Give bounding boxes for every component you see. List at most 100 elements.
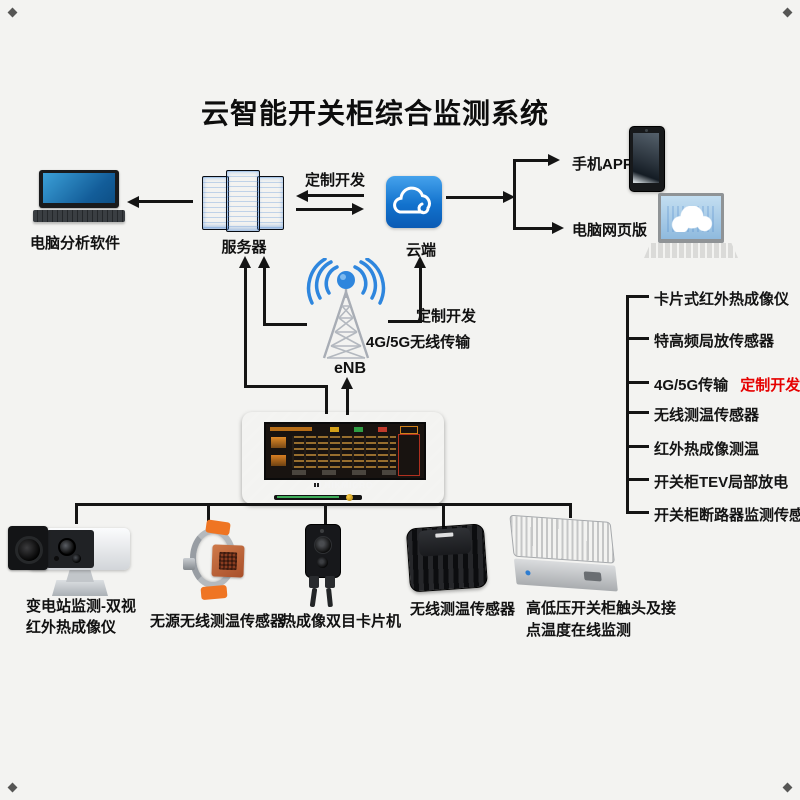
device-label-line2: 红外热成像仪: [26, 619, 117, 636]
sensor-tag: [211, 544, 245, 578]
server-tower: [202, 176, 229, 230]
cloud-wallpaper: [667, 206, 715, 232]
status-chip-yellow: [330, 427, 339, 432]
connector-line: [138, 200, 193, 203]
feature-item: 开关柜断路器监测传感: [654, 504, 800, 525]
connector-line: [244, 267, 247, 388]
cable: [326, 587, 333, 608]
connector-line: [296, 208, 353, 211]
camera-lens: [58, 538, 76, 556]
device-label-line1: 变电站监测-双视: [26, 598, 136, 615]
server-tower: [257, 176, 284, 230]
arrow-enb-to-cloud: [414, 256, 426, 268]
connector-line: [325, 385, 328, 414]
device-label: 变电站监测-双视 红外热成像仪: [26, 596, 136, 638]
laptop-screen-glow: [43, 173, 115, 203]
phone-camera-dot: [645, 129, 648, 132]
device-slot: [274, 495, 362, 500]
screen-titlebar: [270, 427, 312, 431]
cable-connector: [309, 576, 319, 588]
device-label-line1: 高低压开关柜触头及接: [526, 600, 677, 617]
ring-sensor-icon: [182, 518, 246, 602]
cable: [309, 587, 318, 608]
wireless-temp-sensor-icon: [402, 519, 491, 599]
band-buckle: [183, 558, 195, 570]
device-label: 无线测温传感器: [410, 598, 515, 619]
connector-line: [513, 159, 549, 162]
monitoring-unit-icon: [508, 511, 622, 604]
feature-bracket-line: [626, 295, 629, 514]
feature-tick: [626, 337, 649, 340]
device-label-line1: 无线测温传感器: [410, 601, 516, 618]
status-chip-green: [354, 427, 363, 432]
web-laptop-icon: [644, 193, 738, 261]
feature-item-label: 特高频局放传感器: [654, 333, 775, 350]
camera-pedestal: [52, 580, 108, 596]
feature-tick: [626, 295, 649, 298]
smartphone-icon: [629, 126, 665, 192]
feature-tick: [626, 445, 649, 448]
phone-screen: [633, 133, 659, 183]
connector-line: [244, 385, 328, 388]
unit-finned-lid: [509, 514, 615, 564]
analysis-software-label: 电脑分析软件: [30, 235, 121, 252]
page-title: 云智能开关柜综合监测系统: [200, 99, 549, 130]
sensor-top-face: [417, 527, 472, 557]
drop-line: [75, 503, 78, 524]
dual-vision-camera-icon: [8, 518, 140, 598]
connector-line: [419, 267, 422, 323]
camera-dot: [320, 529, 324, 533]
corner-mark: [782, 782, 793, 793]
corner-mark: [7, 7, 18, 18]
arrow-device-to-server: [239, 256, 251, 268]
camera-lens: [72, 554, 81, 563]
hikmicro-logo-icon: [312, 481, 321, 489]
phone-app-label: 手机APP: [572, 156, 633, 173]
feature-item-label: 卡片式红外热成像仪: [654, 291, 790, 308]
device-label-line2: 点温度在线监测: [526, 622, 632, 639]
thermal-lens: [15, 536, 43, 564]
device-label-line1: 无源无线测温传感器: [150, 613, 286, 630]
feature-item-label: 无线测温传感器: [654, 407, 760, 424]
alert-panel: [398, 434, 420, 476]
drop-line: [442, 503, 445, 528]
monitoring-gateway-device: HIKMICRO: [242, 412, 444, 504]
status-chip-red: [378, 427, 387, 432]
arrow-cloud-to-server: [296, 190, 308, 202]
arrow-server-to-laptop: [127, 196, 139, 208]
gateway-screen: [264, 422, 426, 480]
connector-line: [307, 194, 364, 197]
brand-text: HIKMICRO: [324, 481, 374, 490]
bus-line: [75, 503, 572, 506]
data-grid: [292, 436, 396, 468]
custom-dev-label-mid: 定制开发: [416, 308, 477, 325]
device-label: 热成像双目卡片机: [281, 610, 401, 631]
drop-line: [324, 503, 327, 527]
feature-item: 卡片式红外热成像仪: [654, 288, 789, 309]
laptop-keyboard: [644, 243, 738, 258]
device-label: 无源无线测温传感器: [150, 610, 285, 631]
feature-item-label: 开关柜断路器监测传感: [654, 507, 800, 524]
feature-item: 红外热成像测温: [654, 438, 759, 459]
screen-buttons: [292, 470, 396, 475]
feature-item-label: 红外热成像测温: [654, 441, 760, 458]
connector-line: [263, 323, 307, 326]
thermal-thumbnail: [271, 437, 286, 448]
feature-item-label: 4G/5G传输: [654, 377, 729, 394]
arrow-server-to-cloud: [352, 203, 364, 215]
laptop-screen: [658, 193, 724, 243]
laptop-screen: [39, 170, 119, 208]
camera-lens: [317, 557, 328, 568]
orange-clamp-bottom: [200, 584, 228, 601]
feature-tick: [626, 411, 649, 414]
server-label: 服务器: [221, 239, 267, 256]
analysis-laptop-icon: [33, 170, 125, 222]
server-icon: [202, 170, 284, 232]
arrow-to-phone-app: [548, 154, 560, 166]
web-version-label: 电脑网页版: [572, 222, 648, 239]
thermal-thumbnail: [271, 455, 286, 466]
connector-line: [388, 320, 422, 323]
brand-logo: HIKMICRO: [242, 481, 444, 490]
arrow-to-web-version: [552, 222, 564, 234]
